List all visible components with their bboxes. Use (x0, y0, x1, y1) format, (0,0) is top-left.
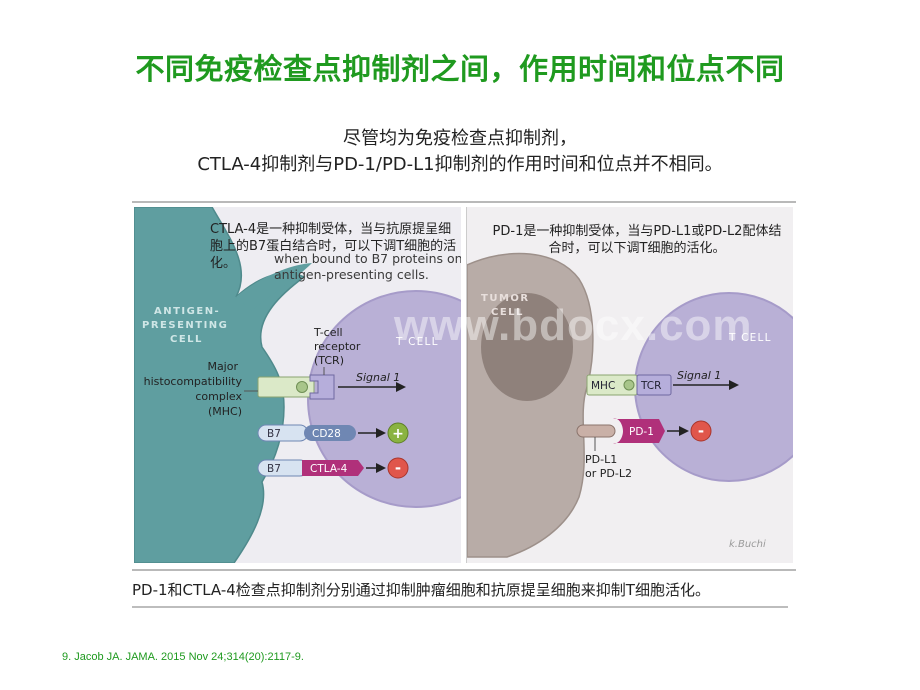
pd1-description-cn: PD-1是一种抑制受体，当与PD-L1或PD-L2配体结合时，可以下调T细胞的活… (492, 224, 782, 256)
tcr-label-2: receptor (314, 340, 361, 353)
tumor-nucleus-shape (481, 293, 573, 401)
slide-title: 不同免疫检查点抑制剂之间，作用时间和位点不同 (135, 52, 785, 86)
b7-shape-2 (257, 459, 309, 477)
pdl1-shape (576, 424, 616, 438)
subtitle-line-2: CTLA-4抑制剂与PD-1/PD-L1抑制剂的作用时间和位点并不相同。 (197, 154, 723, 175)
tumor-label-2: CELL (491, 307, 524, 318)
pd1-panel: TUMOR CELL T CELL MHC TCR Signal 1 PD-1 … (466, 207, 793, 563)
minus-sign-left: - (395, 459, 401, 477)
ctla4-arrowhead (376, 463, 386, 473)
t-cell-shape (307, 290, 461, 508)
signal1-label-right: Signal 1 (677, 369, 721, 382)
t-cell-label-right: T CELL (728, 332, 772, 344)
apc-label-1: ANTIGEN- (154, 306, 220, 317)
pdl-label-1: PD-L1 (585, 453, 617, 466)
signal1-arrowhead-right (729, 380, 739, 390)
b7-shape-1 (257, 424, 309, 442)
ctla4-diagram: ANTIGEN- PRESENTING CELL T CELL T-cell r… (134, 207, 461, 563)
cd28-label: CD28 (312, 428, 341, 440)
mhc-label-1: Major (207, 360, 238, 373)
tcr-shape-right (636, 374, 672, 396)
watermark-text: www.bdocx.com (394, 301, 753, 350)
mhc-label-right: MHC (591, 380, 615, 392)
pd1-label: PD-1 (629, 426, 654, 438)
t-cell-label: T CELL (395, 336, 439, 348)
mhc-label-2: histocompatibility (144, 375, 243, 388)
b7-label-2: B7 (267, 463, 281, 475)
cd28-arrowhead (376, 428, 386, 438)
tcr-label-right: TCR (640, 380, 661, 392)
ctla4-shape (302, 460, 364, 476)
peptide-shape-right (623, 379, 635, 391)
slide-subtitle: 尽管均为免疫检查点抑制剂， CTLA-4抑制剂与PD-1/PD-L1抑制剂的作用… (0, 126, 920, 178)
ctla4-description-cn: CTLA-4是一种抑制受体，当与抗原提呈细胞上的B7蛋白结合时，可以下调T细胞的… (210, 222, 457, 271)
cd28-shape (304, 425, 356, 441)
figure-caption: PD-1和CTLA-4检查点抑制剂分别通过抑制肿瘤细胞和抗原提呈细胞来抑制T细胞… (132, 580, 788, 608)
tumor-label-1: TUMOR (481, 293, 530, 304)
minus-circle-left (387, 457, 409, 479)
tcr-label-1: T-cell (313, 326, 343, 339)
ctla4-label: CTLA-4 (310, 463, 348, 475)
apc-label-2: PRESENTING (142, 320, 228, 331)
ctla4-panel: ANTIGEN- PRESENTING CELL T CELL T-cell r… (134, 207, 461, 563)
pdl-label-2: or PD-L2 (585, 467, 632, 480)
mhc-label-3: complex (195, 390, 242, 403)
signal1-arrowhead (396, 382, 406, 392)
citation: 9. Jacob JA. JAMA. 2015 Nov 24;314(20):2… (62, 651, 304, 663)
ctla4-description-en: when bound to B7 proteins on antigen-pre… (274, 251, 461, 282)
pd1-diagram: TUMOR CELL T CELL MHC TCR Signal 1 PD-1 … (467, 252, 793, 558)
peptide-shape (296, 381, 308, 393)
signal1-label: Signal 1 (356, 371, 400, 384)
minus-sign-right: - (698, 422, 704, 440)
plus-circle (387, 422, 409, 444)
b7-label-1: B7 (267, 428, 281, 440)
pd1-shape (613, 418, 665, 444)
mhc-label-4: (MHC) (208, 405, 242, 418)
apc-label-3: CELL (170, 334, 203, 345)
minus-circle-right (690, 420, 712, 442)
illustrator-signature: k.Buchi (729, 539, 766, 550)
subtitle-line-1: 尽管均为免疫检查点抑制剂， (343, 128, 577, 149)
plus-sign: + (392, 426, 404, 442)
apc-protrusion (236, 263, 312, 311)
tcr-shape (309, 374, 335, 400)
mechanism-figure: ANTIGEN- PRESENTING CELL T CELL T-cell r… (132, 201, 796, 571)
tcr-label-3: (TCR) (314, 354, 344, 367)
pd1-arrowhead (679, 426, 689, 436)
